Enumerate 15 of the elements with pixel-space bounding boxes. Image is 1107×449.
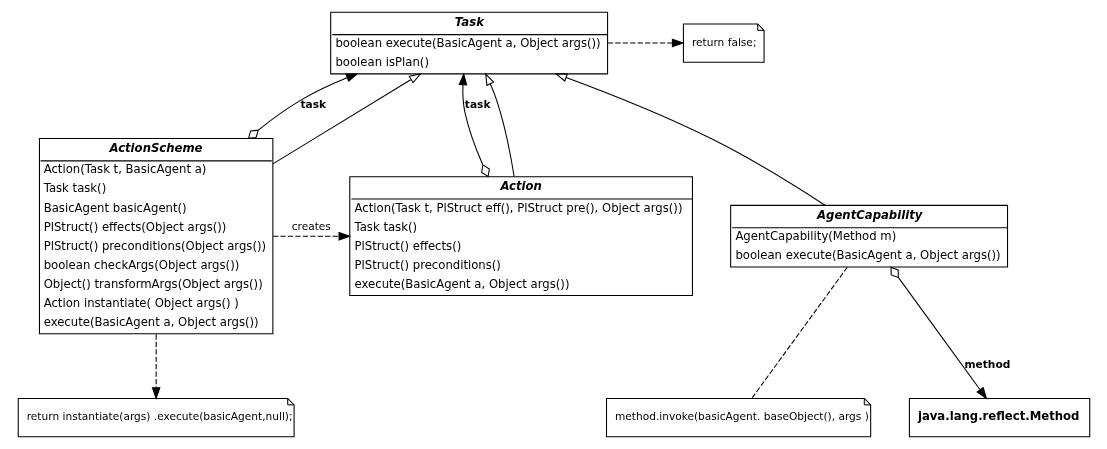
edge-label: task (299, 97, 326, 110)
edge-label: method (964, 357, 1010, 370)
arrow (247, 73, 359, 139)
arrow (606, 38, 685, 48)
arrow (457, 72, 490, 178)
arrow (554, 73, 825, 206)
arrow (271, 73, 422, 165)
arrow (151, 333, 161, 400)
arrow (272, 231, 351, 241)
arrow (484, 72, 515, 178)
connector (750, 266, 848, 399)
edge-label: task (464, 97, 490, 110)
edge-label: creates (291, 219, 331, 232)
node-box: java.lang.reflect.Method (908, 397, 1090, 438)
arrow (889, 266, 987, 400)
